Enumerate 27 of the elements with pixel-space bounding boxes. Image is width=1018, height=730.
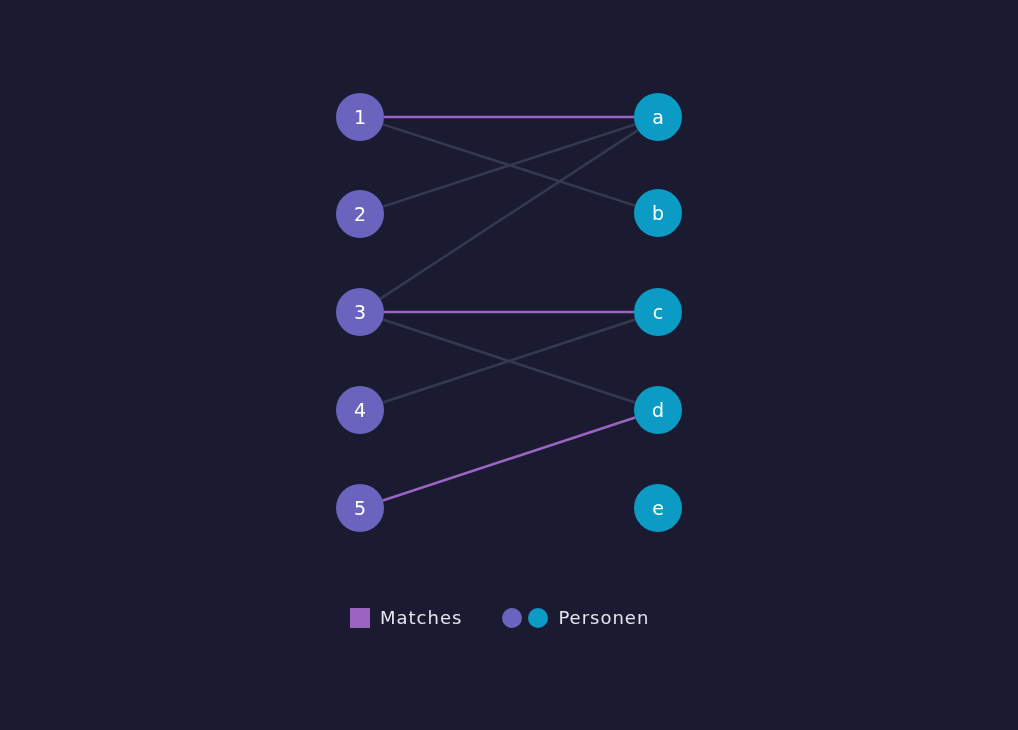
crossing-lines [381, 123, 637, 208]
person-circle [634, 386, 682, 434]
person-circle [634, 93, 682, 141]
match-line [384, 115, 634, 119]
node-label: e [652, 498, 664, 518]
connector-line [379, 129, 639, 300]
node-label: b [651, 203, 665, 223]
node-label: d [651, 400, 665, 420]
match-line [382, 416, 636, 502]
node-label: 2 [353, 204, 367, 224]
node-label: c [652, 302, 664, 322]
person-circle [336, 386, 384, 434]
node-label: 4 [353, 400, 367, 420]
person-circle [634, 288, 682, 336]
legend-label: Matches [380, 607, 463, 628]
node-label: 5 [353, 498, 367, 518]
legend-label: Personen [558, 607, 650, 628]
node-label: 1 [353, 107, 367, 127]
person-circle [336, 190, 384, 238]
person-circle [336, 93, 384, 141]
person-circle [634, 484, 682, 532]
person-circle [634, 189, 682, 237]
person-circle [336, 484, 384, 532]
node-label: 3 [353, 302, 367, 322]
node-label: a [652, 107, 664, 127]
match-line [384, 310, 634, 314]
person-circle [336, 288, 384, 336]
